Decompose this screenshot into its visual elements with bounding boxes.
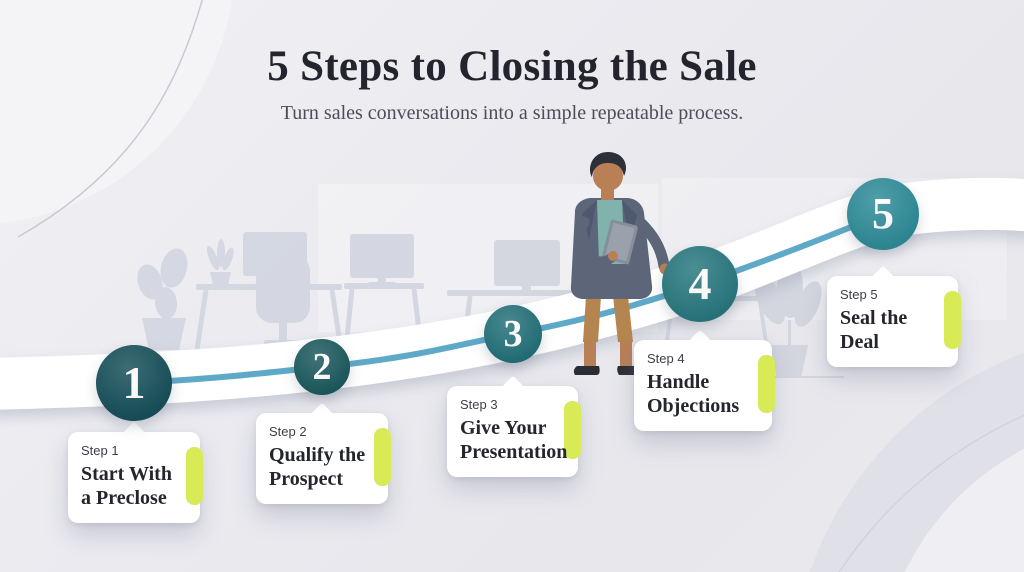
card-accent-bar-4 bbox=[758, 355, 775, 413]
step-title-1: Start With a Preclose bbox=[81, 463, 172, 509]
step-number-3: 3 bbox=[503, 313, 523, 355]
step-circle-1: 1 bbox=[96, 345, 172, 421]
page-title: 5 Steps to Closing the Sale bbox=[267, 43, 757, 90]
step-title-4: Handle Objections bbox=[647, 371, 740, 417]
step-card-4: Step 4 Handle Objections bbox=[634, 329, 775, 431]
step-title-5: Seal the Deal bbox=[840, 307, 908, 353]
page-subtitle: Turn sales conversations into a simple r… bbox=[280, 102, 744, 124]
step-circle-4: 4 bbox=[662, 246, 738, 322]
step-circle-2: 2 bbox=[294, 339, 350, 395]
card-accent-bar-1 bbox=[186, 447, 203, 505]
step-circle-5: 5 bbox=[847, 178, 919, 250]
step-title-2: Qualify the Prospect bbox=[269, 444, 366, 490]
step-card-5: Step 5 Seal the Deal bbox=[827, 265, 961, 367]
step-label-2: Step 2 bbox=[269, 424, 307, 439]
card-accent-bar-3 bbox=[564, 401, 581, 459]
step-number-2: 2 bbox=[312, 346, 332, 388]
step-card-1: Step 1 Start With a Preclose bbox=[68, 421, 203, 523]
step-label-5: Step 5 bbox=[840, 287, 878, 302]
person-illustration bbox=[570, 152, 671, 375]
step-label-4: Step 4 bbox=[647, 351, 685, 366]
step-title-3: Give Your Presentation bbox=[460, 417, 568, 463]
step-label-1: Step 1 bbox=[81, 443, 119, 458]
step-circle-3: 3 bbox=[484, 305, 542, 363]
step-number-5: 5 bbox=[872, 189, 894, 238]
step-card-3: Step 3 Give Your Presentation bbox=[447, 375, 581, 477]
header: 5 Steps to Closing the Sale Turn sales c… bbox=[0, 42, 1024, 125]
step-card-2: Step 2 Qualify the Prospect bbox=[256, 402, 391, 504]
step-number-1: 1 bbox=[122, 357, 146, 408]
card-accent-bar-2 bbox=[374, 428, 391, 486]
step-number-4: 4 bbox=[688, 258, 712, 309]
card-accent-bar-5 bbox=[944, 291, 961, 349]
step-label-3: Step 3 bbox=[460, 397, 498, 412]
